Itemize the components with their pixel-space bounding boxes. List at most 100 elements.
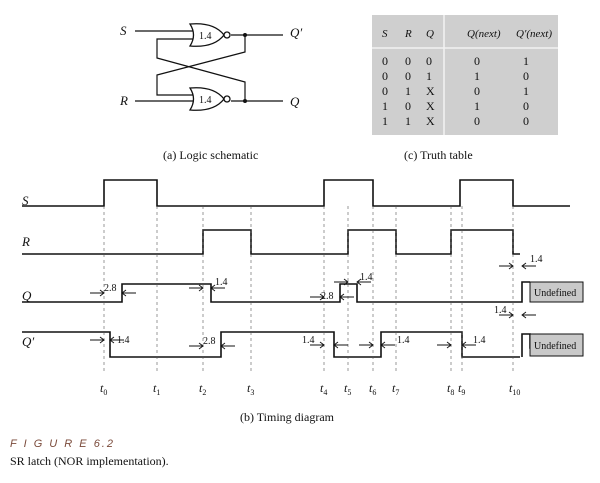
junction-q	[243, 99, 247, 103]
truth-table-cell: 1	[382, 114, 388, 128]
delay-label: 1.4	[494, 305, 507, 316]
time-label: t10	[509, 381, 520, 397]
nor-bubble-top	[223, 31, 231, 39]
truth-table-header: R	[404, 28, 412, 40]
truth-table-cell: 1	[523, 84, 529, 98]
time-label: t5	[344, 381, 351, 397]
delay-marker: 1.4	[437, 335, 486, 349]
waveform-q-prime	[22, 331, 520, 358]
gate-delay-bottom: 1.4	[199, 95, 212, 106]
truth-table-cell: 0	[405, 54, 411, 68]
nor-bubble-bottom	[223, 95, 231, 103]
wire-feedback-q-prime	[156, 35, 246, 96]
truth-table-cell: 1	[405, 84, 411, 98]
truth-table-cell: X	[426, 84, 435, 98]
delay-label: 1.4	[302, 335, 315, 346]
undefined-region-q	[529, 281, 584, 303]
truth-table-cell: 0	[426, 54, 432, 68]
time-label: t2	[199, 381, 206, 397]
truth-table-header: Q	[426, 28, 434, 40]
truth-table-row: 0 0 1 1 0	[382, 69, 529, 83]
delay-marker: 1.4	[302, 335, 348, 349]
gate-delay-top: 1.4	[199, 31, 212, 42]
truth-table-row: 1 0 X 1 0	[382, 99, 529, 113]
timing-caption: (b) Timing diagram	[240, 410, 335, 424]
truth-table-cell: 0	[523, 114, 529, 128]
truth-table-cell: 1	[426, 69, 432, 83]
wire-feedback-q	[156, 38, 246, 101]
schematic-input-s: S	[120, 23, 127, 38]
junction-q-prime	[243, 33, 247, 37]
delay-label: 1.4	[360, 272, 373, 283]
truth-table-header: Q(next)	[467, 28, 501, 40]
truth-table-cell: 0	[405, 69, 411, 83]
truth-table-header: Q′(next)	[516, 28, 552, 40]
truth-table-cell: 1	[523, 54, 529, 68]
signal-label-r: R	[21, 234, 30, 249]
truth-table-cell: 0	[382, 54, 388, 68]
waveform-s	[22, 179, 570, 207]
nor-gate-bottom	[188, 87, 225, 111]
figure-number: F I G U R E 6.2	[10, 438, 115, 450]
delay-marker: 2.8	[310, 291, 354, 302]
signal-label-s: S	[22, 193, 29, 208]
truth-table-caption: (c) Truth table	[404, 148, 473, 162]
delay-marker: 1.4	[334, 272, 373, 286]
delay-label: 2.8	[321, 291, 334, 302]
truth-table-cell: 0	[382, 69, 388, 83]
time-label: t4	[320, 381, 327, 397]
schematic-input-r: R	[119, 93, 128, 108]
delay-marker: 1.4	[359, 335, 410, 349]
delay-marker: 1.4	[189, 277, 228, 292]
truth-table-cell: 0	[474, 54, 480, 68]
delay-marker: 1.4	[494, 305, 536, 319]
logic-schematic: S R Q′ Q 1.4 1.4	[119, 23, 302, 111]
delay-marker: 2.8	[90, 283, 136, 297]
undefined-region-q-prime	[529, 333, 584, 357]
time-label: t1	[153, 381, 160, 397]
truth-table-cell: 0	[474, 84, 480, 98]
schematic-caption: (a) Logic schematic	[163, 148, 259, 162]
time-label: t7	[392, 381, 399, 397]
delay-label: 1.4	[397, 335, 410, 346]
time-label: t0	[100, 381, 107, 397]
time-label: t9	[458, 381, 465, 397]
time-label: t3	[247, 381, 254, 397]
figure-caption: SR latch (NOR implementation).	[10, 454, 169, 468]
truth-table-cell: 1	[382, 99, 388, 113]
delay-marker: 1.4	[499, 254, 543, 270]
truth-table-header: S	[382, 28, 388, 40]
truth-table-cell: 0	[382, 84, 388, 98]
truth-table-cell: X	[426, 99, 435, 113]
delay-annotations: 2.8 1.4 1.4 2.8 1.4 1.4 2.8 1.4 1.4 1.4 1.4	[90, 254, 543, 350]
truth-table-row: 0 1 X 0 1	[382, 84, 529, 98]
truth-table-cell: 0	[523, 69, 529, 83]
schematic-output-q: Q	[290, 94, 300, 109]
delay-marker: 2.8	[189, 336, 235, 350]
delay-label: 2.8	[104, 283, 117, 294]
nor-gate-top	[188, 23, 225, 47]
delay-label: 1.4	[117, 335, 130, 346]
time-label: t8	[447, 381, 454, 397]
time-label: t6	[369, 381, 376, 397]
truth-table-headers: S R Q Q(next) Q′(next)	[382, 28, 552, 40]
truth-table-cell: 1	[405, 114, 411, 128]
truth-table-cell: 0	[523, 99, 529, 113]
truth-table-cell: 0	[405, 99, 411, 113]
truth-table-cell: 1	[474, 99, 480, 113]
truth-table-cell: 0	[474, 114, 480, 128]
delay-label: 1.4	[215, 277, 228, 288]
undefined-label-q: Undefined	[534, 288, 576, 299]
waveform-r	[22, 229, 520, 255]
delay-marker: 1.4	[90, 335, 130, 346]
truth-table-row: 0 0 0 0 1	[382, 54, 529, 68]
truth-table-cell: 1	[474, 69, 480, 83]
truth-table-background	[372, 15, 558, 135]
schematic-output-q-prime: Q′	[290, 25, 302, 40]
